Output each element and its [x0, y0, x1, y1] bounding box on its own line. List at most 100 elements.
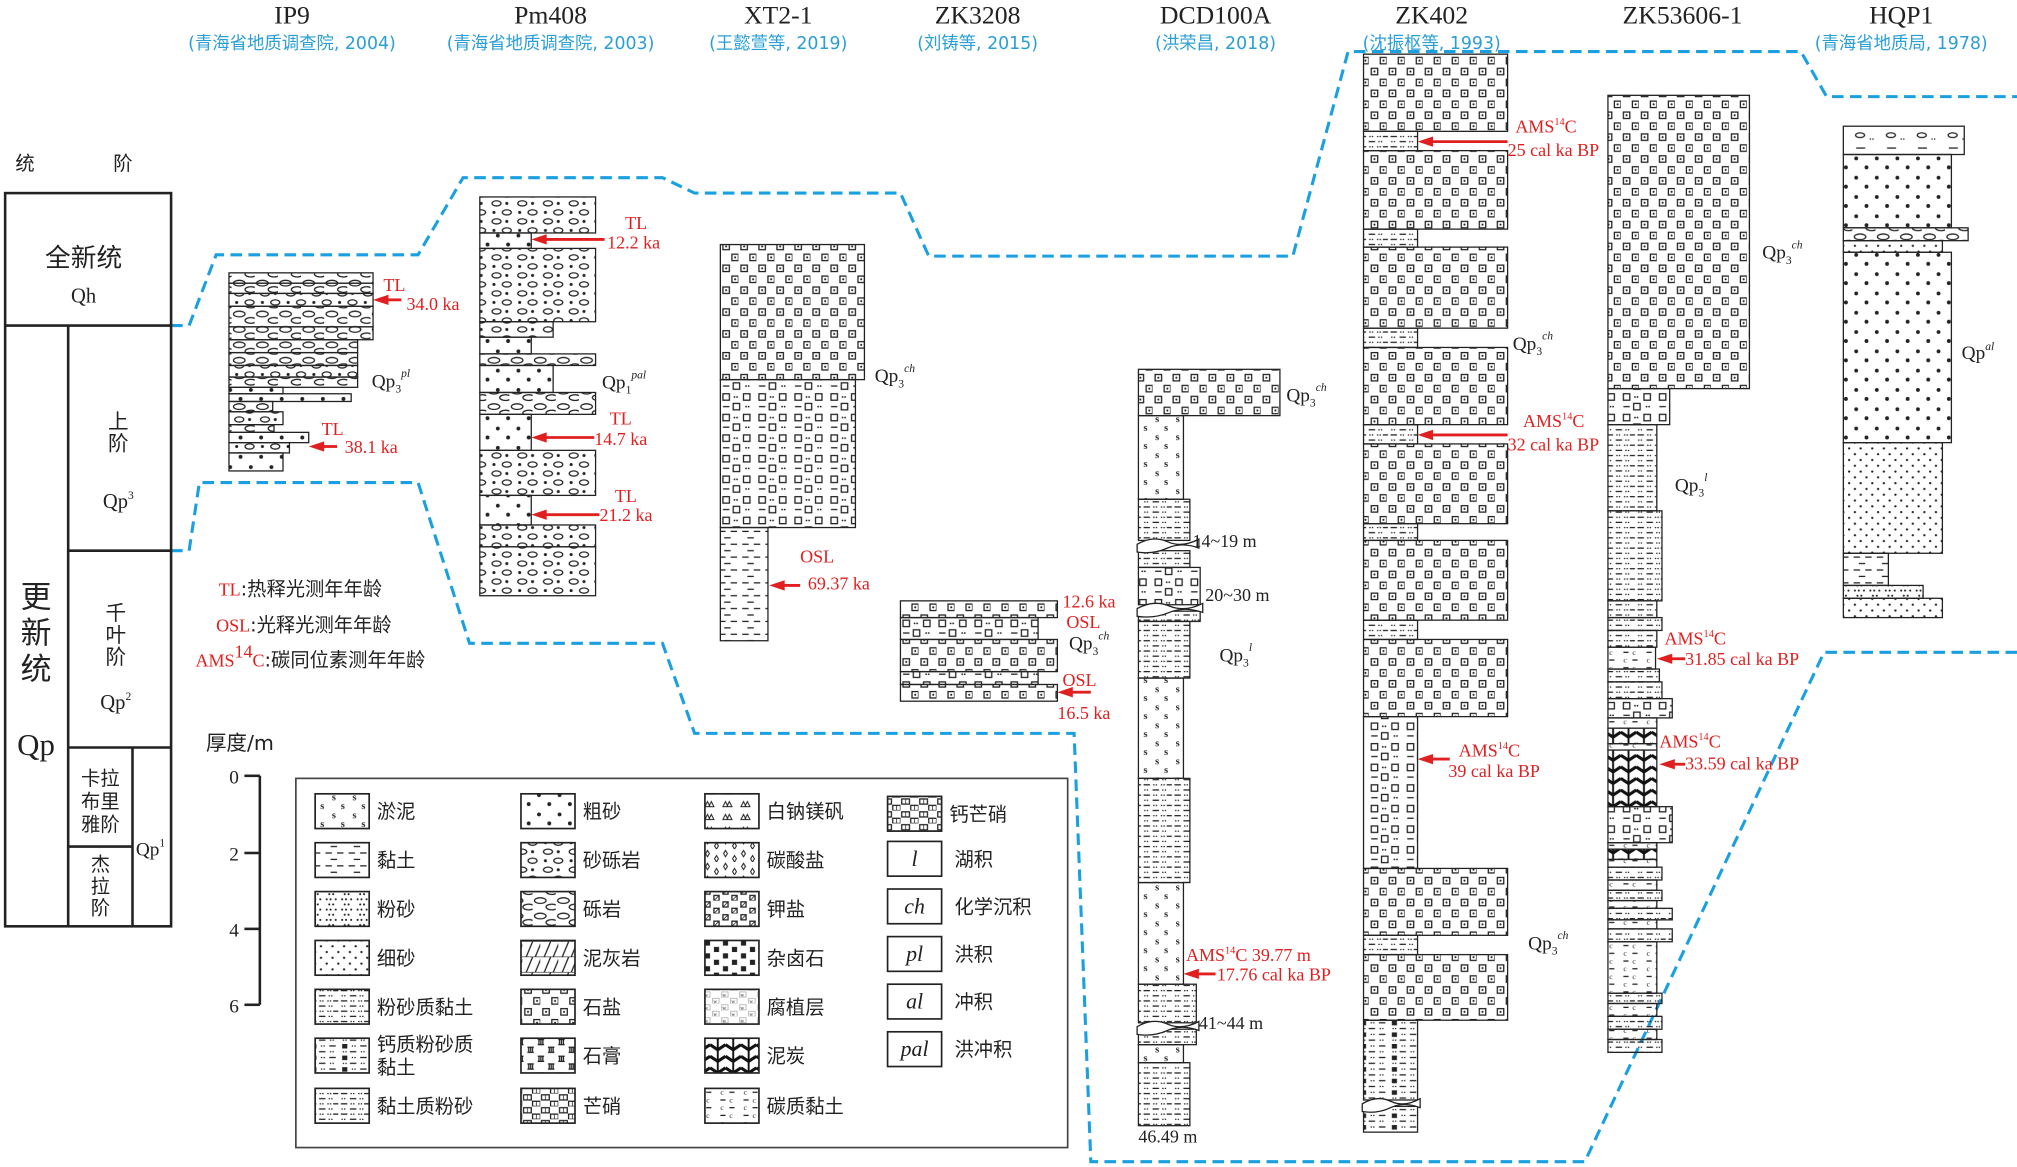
legend-swatch	[704, 988, 760, 1025]
unit-label: Qp3l	[1219, 641, 1252, 669]
svg-text:34.0 ka: 34.0 ka	[406, 294, 459, 314]
layer-salt	[1362, 53, 1509, 132]
legend-code: pl	[904, 942, 923, 966]
column-title: IP9	[274, 0, 310, 29]
svg-text:AMS14C: AMS14C	[1665, 629, 1726, 649]
scale-tick-label: 0	[229, 768, 239, 789]
layer-siltclay	[1607, 423, 1658, 512]
dating-arrow	[1057, 687, 1091, 698]
layer-ooze	[1137, 1044, 1185, 1064]
legend-label: 细砂	[377, 947, 416, 970]
svg-text:17.76 cal ka BP: 17.76 cal ka BP	[1217, 964, 1331, 984]
layer-salt	[1362, 443, 1509, 525]
layer-fine	[1842, 442, 1944, 554]
dating-arrow	[1417, 753, 1450, 765]
layer-salt	[899, 638, 1059, 673]
stage-header: 阶	[113, 152, 132, 175]
legend-code: pal	[899, 1037, 929, 1061]
legend-label: 芒硝	[583, 1095, 622, 1118]
qp2-code: Qp2	[100, 690, 131, 714]
column-title: ZK402	[1395, 0, 1468, 29]
layer-gravel	[1842, 227, 1969, 242]
layer-cclay	[1607, 842, 1658, 850]
legend-swatch	[520, 1037, 576, 1074]
series-header: 统	[15, 152, 34, 175]
layer-salt	[1607, 94, 1751, 390]
layer-clay	[1842, 552, 1890, 587]
legend-swatch	[520, 1087, 576, 1124]
svg-text:AMS14C 39.77 m: AMS14C 39.77 m	[1186, 945, 1311, 965]
svg-text:AMS14C: AMS14C	[1523, 411, 1584, 431]
pleistocene-code: Qp	[17, 727, 55, 762]
layer-siltclay	[1607, 668, 1661, 683]
layer-cclay	[1607, 1028, 1658, 1041]
legend-item: 芒硝	[520, 1087, 622, 1124]
layer-siltclay	[1362, 423, 1419, 445]
layer-sgravel	[479, 524, 597, 548]
layer-peat	[1607, 727, 1658, 745]
legend-item: 淤泥	[314, 792, 415, 830]
legend-label: 黏土	[377, 1056, 416, 1079]
layer-salt	[899, 683, 1059, 702]
layer-cclay	[1607, 879, 1658, 891]
layer-coarse	[228, 431, 310, 444]
layer-siltclay	[1607, 1015, 1663, 1030]
column-title: DCD100A	[1160, 0, 1272, 29]
svg-text:25 cal ka BP: 25 cal ka BP	[1508, 140, 1599, 160]
section-break	[1136, 1020, 1200, 1036]
layer-coarse	[1842, 251, 1953, 444]
layer-siltclay	[1137, 620, 1191, 679]
svg-text:OSL: OSL	[1063, 670, 1097, 690]
layer-cclay	[1607, 919, 1658, 930]
column-title: Pm408	[514, 0, 587, 29]
unit-label: Qp3ch	[1528, 929, 1568, 957]
svg-text:33.59 cal ka BP: 33.59 cal ka BP	[1685, 753, 1799, 773]
dating-arrow	[531, 509, 600, 520]
pleistocene-label: 更新统	[21, 579, 52, 687]
legend-item: 粉砂质黏土	[314, 988, 473, 1025]
legend-swatch	[314, 1087, 371, 1124]
dating-arrow	[531, 432, 595, 443]
legend-label: 洪冲积	[954, 1038, 1012, 1061]
dating-arrow	[1656, 653, 1686, 664]
chibanian-stage-label: 千叶阶	[105, 601, 126, 669]
lithology-column-zk3208	[899, 600, 1059, 702]
layer-siltclay	[1607, 600, 1658, 619]
layer-gypsilt	[1362, 1019, 1419, 1101]
svg-text:14.7 ka: 14.7 ka	[594, 429, 647, 449]
legend-item: 粉砂	[314, 890, 415, 928]
legend-label: 碳质黏土	[767, 1095, 844, 1118]
column-title: XT2-1	[744, 0, 813, 29]
svg-text:20~30 m: 20~30 m	[1205, 585, 1269, 605]
legend-label: 湖积	[954, 848, 993, 871]
layer-siltclay	[1607, 889, 1663, 902]
legend-swatch	[704, 792, 760, 830]
layer-gravel	[228, 339, 359, 354]
layer-saltsilt	[719, 378, 857, 529]
unit-label: Qp3ch	[1069, 629, 1109, 657]
legend-swatch	[520, 890, 576, 928]
dating-arrows	[308, 136, 1686, 980]
layer-coarse	[228, 393, 352, 403]
svg-text:AMS14C: AMS14C	[1515, 117, 1576, 137]
legend-swatch	[520, 939, 576, 977]
legend-swatch	[704, 1037, 760, 1074]
layer-coarse	[479, 336, 532, 355]
column-titles: IP9(青海省地质调查院, 2004)Pm408(青海省地质调查院, 2003)…	[188, 0, 1988, 54]
legend-swatch	[886, 983, 943, 1020]
unit-label: Qp1pal	[602, 368, 646, 396]
layer-salt	[1137, 368, 1281, 417]
legend-swatch	[314, 841, 371, 879]
svg-text:AMS14C: AMS14C	[1659, 732, 1720, 752]
column-source: (青海省地质调查院, 2003)	[447, 34, 655, 54]
layer-siltclay	[1137, 777, 1191, 884]
layer-siltclay	[1607, 992, 1663, 1005]
lithology-column-zk536	[1607, 94, 1751, 1054]
layer-siltclay	[1137, 498, 1191, 542]
layer-sgravel	[479, 247, 597, 323]
layer-coarse	[228, 386, 284, 395]
layer-ooze	[1137, 881, 1185, 985]
layer-ooze	[1137, 677, 1185, 780]
legend-swatch	[704, 890, 760, 928]
